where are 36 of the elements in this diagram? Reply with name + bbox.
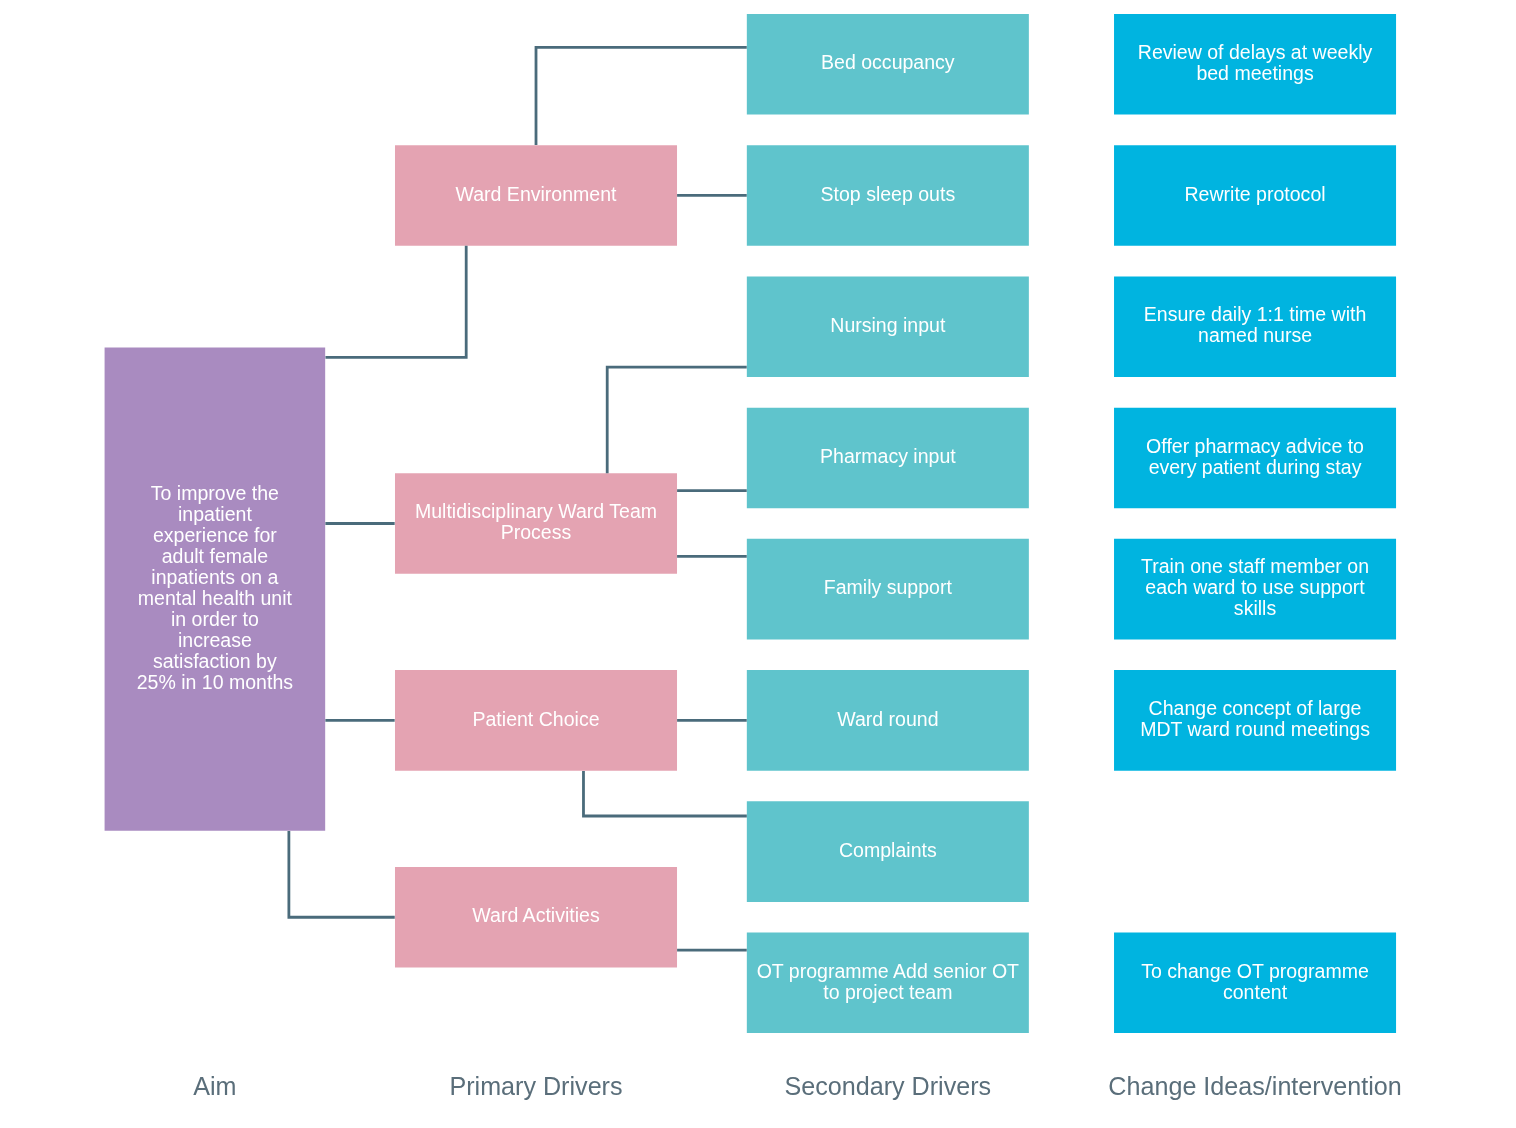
node-box: Offer pharmacy advice to every patient during stay: [1114, 407, 1397, 509]
node-box: Multidisciplinary Ward Team Process: [395, 473, 677, 574]
node-box: Train one staff member on each ward to use support skills: [1114, 538, 1397, 640]
node-box: Family support: [746, 538, 1029, 640]
connector: [582, 771, 747, 818]
label: Aim: [193, 1072, 237, 1101]
node-box: Ensure daily 1:1 time with named nurse: [1114, 276, 1397, 377]
connector: [677, 489, 747, 493]
node-box: Bed occupancy: [746, 13, 1029, 115]
node-box: Change concept of large MDT ward round meetings: [1114, 670, 1397, 771]
connector: [534, 46, 747, 145]
connector: [677, 718, 747, 722]
node-box: Ward Activities: [395, 866, 677, 968]
node-box: To improve the inpatient experience for adult female inpatients on a mental health unit in order to increase satisfaction by 25% in 10 months: [104, 347, 326, 831]
connector: [677, 948, 747, 952]
connector: [325, 718, 395, 722]
node-box: Ward round: [746, 670, 1029, 771]
connector: [325, 245, 468, 359]
label: Primary Drivers: [449, 1072, 623, 1101]
node-box: To change OT programme content: [1114, 932, 1397, 1034]
label: Change Ideas/intervention: [1108, 1072, 1402, 1101]
node-box: Ward Environment: [395, 145, 677, 246]
label: Secondary Drivers: [784, 1072, 992, 1101]
node-box: Rewrite protocol: [1114, 145, 1397, 246]
node-box: OT programme Add senior OT to project team: [746, 932, 1029, 1034]
node-box: Pharmacy input: [746, 407, 1029, 509]
node-box: Stop sleep outs: [746, 145, 1029, 246]
node-box: Review of delays at weekly bed meetings: [1114, 13, 1397, 115]
node-box: Complaints: [746, 801, 1029, 902]
connector: [287, 831, 395, 919]
node-box: Patient Choice: [395, 670, 677, 771]
connector: [677, 554, 747, 558]
connector: [677, 194, 747, 197]
connector: [325, 522, 395, 525]
connector: [605, 365, 747, 474]
node-box: Nursing input: [746, 276, 1029, 377]
